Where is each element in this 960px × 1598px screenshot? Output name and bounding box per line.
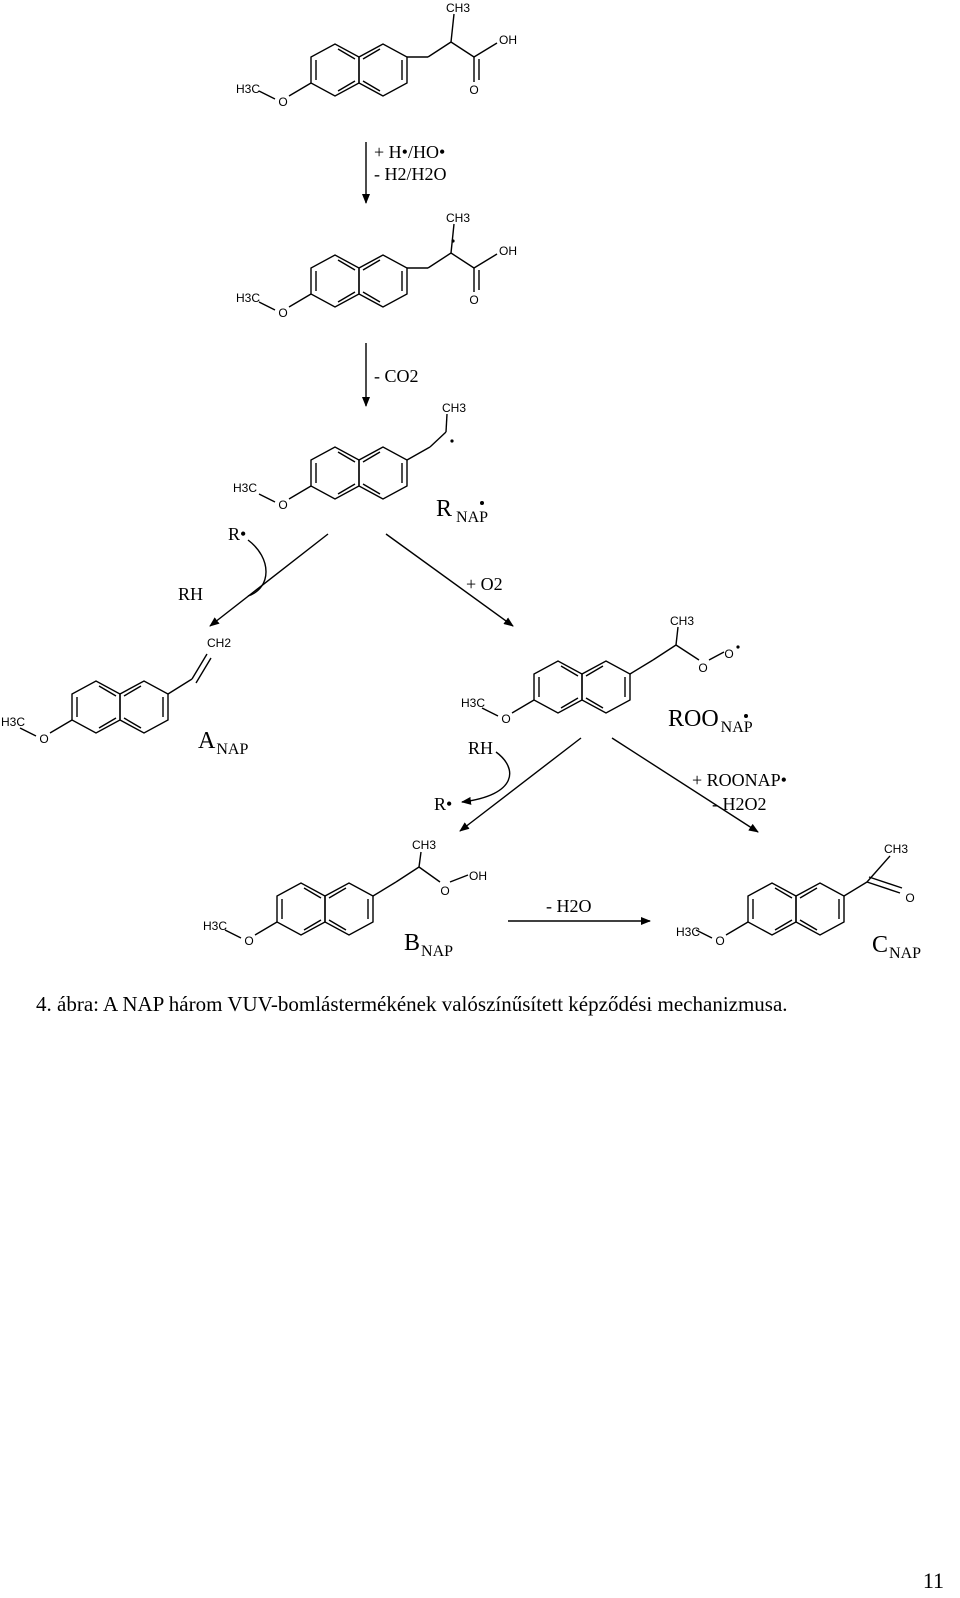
naphthalene-core	[224, 882, 374, 939]
methoxy-group: H3C	[236, 82, 260, 96]
condition-r-radical: R•	[228, 524, 246, 544]
condition-r-radical-2: R•	[434, 794, 452, 814]
ketone-oxygen: O	[905, 891, 914, 905]
arrow-hydrogen-abstraction	[461, 751, 511, 805]
hydroxyl-group: OH	[499, 33, 517, 47]
condition-rh: RH	[178, 584, 203, 604]
condition-roo-line1: + ROONAP•	[692, 770, 787, 790]
condition-roo-line2: - H2O2	[712, 794, 767, 814]
hydroxyl-group: OH	[469, 869, 487, 883]
methoxy-oxygen: O	[501, 712, 510, 726]
condition-step2: - CO2	[374, 366, 419, 386]
page-number: 11	[922, 1568, 944, 1593]
r-nap-molecule: O H3C CH3	[233, 401, 466, 512]
naproxen-molecule: O H3C CH3 OH O	[236, 1, 517, 109]
radical-dot	[450, 439, 454, 443]
roo-nap-molecule: O H3C CH3 O O	[461, 614, 740, 726]
naphthalene-core	[19, 680, 169, 737]
carbonyl-oxygen: O	[469, 83, 478, 97]
methoxy-oxygen: O	[39, 732, 48, 746]
peroxy-oxygen-1: O	[698, 661, 707, 675]
c-nap-label: CNAP	[872, 932, 921, 962]
a-nap-molecule: O H3C CH2	[1, 636, 231, 746]
radical-dot	[451, 239, 455, 243]
roo-nap-radical-dot	[744, 714, 748, 718]
condition-water-loss: - H2O	[546, 896, 592, 916]
methoxy-group: H3C	[676, 925, 700, 939]
carbonyl-oxygen: O	[469, 293, 478, 307]
methyl-group: CH3	[670, 614, 694, 628]
arrow-to-roo-nap	[385, 533, 514, 627]
naphthalene-core	[258, 254, 408, 311]
methoxy-oxygen: O	[278, 498, 287, 512]
arrow-to-a-nap	[209, 533, 329, 627]
b-nap-molecule: O H3C CH3 O OH	[203, 838, 487, 948]
b-nap-label: BNAP	[404, 930, 453, 960]
methoxy-oxygen: O	[715, 934, 724, 948]
peroxy-oxygen: O	[440, 884, 449, 898]
methoxy-group: H3C	[203, 919, 227, 933]
methoxy-group: H3C	[233, 481, 257, 495]
methyl-group: CH3	[412, 838, 436, 852]
methyl-group: CH3	[446, 1, 470, 15]
methoxy-oxygen: O	[244, 934, 253, 948]
c-nap-molecule: O H3C CH3 O	[676, 842, 915, 948]
methyl-group: CH3	[446, 211, 470, 225]
peroxy-oxygen-2: O	[724, 647, 733, 661]
methoxy-oxygen: O	[278, 95, 287, 109]
methoxy-oxygen: O	[278, 306, 287, 320]
methoxy-group: H3C	[1, 715, 25, 729]
naphthalene-core	[695, 882, 845, 939]
condition-step1-line1: + H•/HO•	[374, 142, 445, 162]
naphthalene-core	[258, 43, 408, 100]
r-nap-radical-dot	[480, 501, 484, 505]
condition-step1-line2: - H2/H2O	[374, 164, 447, 184]
condition-add-oxygen: + O2	[466, 574, 503, 594]
a-nap-label: ANAP	[198, 728, 248, 758]
methoxy-group: H3C	[461, 696, 485, 710]
figure-caption: 4. ábra: A NAP három VUV-bomlástermékéne…	[36, 992, 788, 1016]
acyloxy-radical-molecule: O H3C CH3 OH O	[236, 211, 517, 320]
naphthalene-core	[481, 660, 631, 717]
arrow-radical-abstraction	[247, 539, 267, 597]
methoxy-group: H3C	[236, 291, 260, 305]
naphthalene-core	[258, 446, 408, 503]
radical-dot	[736, 645, 740, 649]
arrow-to-b-nap	[459, 737, 582, 832]
condition-rh-2: RH	[468, 738, 493, 758]
methyl-group: CH3	[442, 401, 466, 415]
hydroxyl-group: OH	[499, 244, 517, 258]
methylene-group: CH2	[207, 636, 231, 650]
methyl-group: CH3	[884, 842, 908, 856]
arrow-to-c-nap	[611, 737, 759, 833]
